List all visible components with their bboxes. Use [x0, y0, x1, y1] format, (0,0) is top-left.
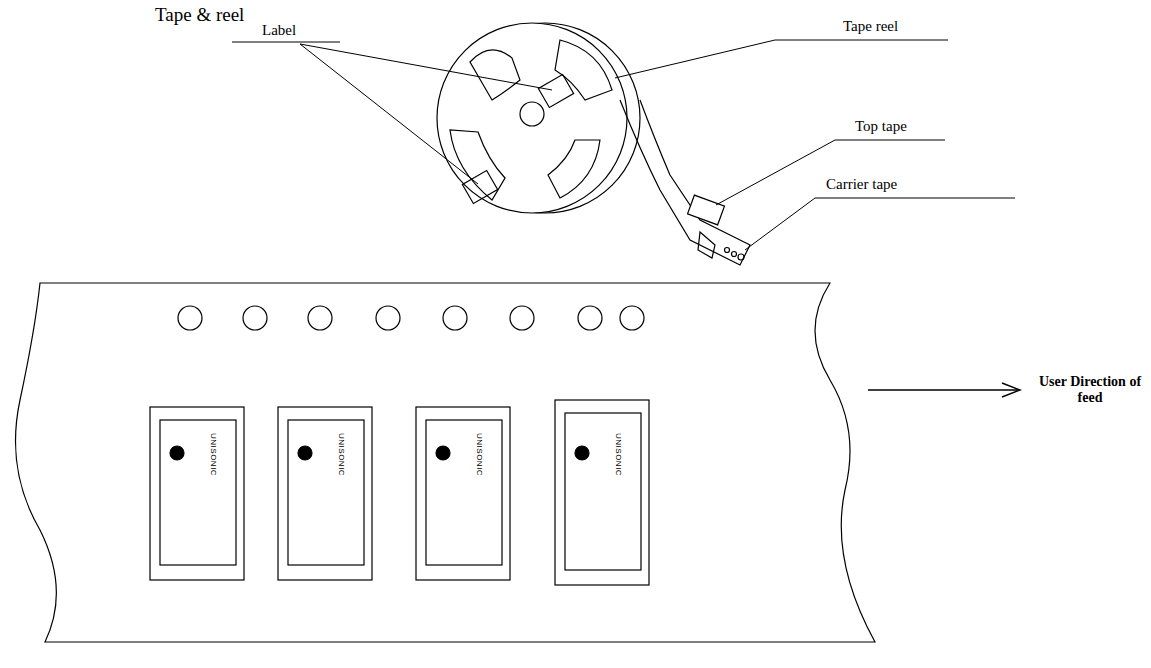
arrow-head	[1002, 383, 1020, 397]
sprocket-hole	[510, 306, 534, 330]
sprocket-hole	[178, 306, 202, 330]
diagram-title: Tape & reel	[155, 4, 244, 26]
leader-lines	[232, 40, 1015, 250]
reel	[437, 23, 750, 265]
reel-label	[538, 74, 573, 107]
pocket	[416, 407, 510, 580]
chip-marking: UNISONIC	[209, 433, 218, 476]
feed-direction: User Direction of feed	[1034, 374, 1146, 406]
leader-line	[716, 140, 835, 205]
part-name: Tape reel	[843, 18, 898, 35]
tape-strip	[620, 100, 750, 265]
leader-line	[300, 44, 478, 184]
reel-hub	[520, 102, 544, 126]
chip-marking: UNISONIC	[614, 433, 623, 476]
reel-front-flange	[437, 23, 627, 213]
sprocket-hole	[308, 306, 332, 330]
pocket	[150, 407, 244, 580]
chip-body	[426, 420, 502, 565]
pin1-dot	[298, 446, 312, 460]
sprocket-holes	[178, 306, 644, 330]
reel-window	[470, 50, 520, 100]
chip-marking: UNISONIC	[337, 433, 346, 476]
top-tape	[688, 195, 725, 225]
reel-window	[548, 140, 600, 198]
pin1-dot	[170, 446, 184, 460]
leader-line	[300, 44, 552, 90]
arrow-shaft	[868, 389, 1018, 391]
carrier-band	[16, 283, 876, 642]
sprocket-hole	[376, 306, 400, 330]
part-name: Top tape	[855, 118, 907, 135]
chip-body	[565, 413, 641, 570]
sprocket-hole	[732, 252, 737, 257]
sprocket-hole	[725, 248, 730, 253]
pocket	[555, 400, 649, 585]
carrier-tape	[16, 283, 876, 642]
underline	[835, 140, 945, 141]
pin1-dot	[575, 446, 589, 460]
underline	[815, 198, 1015, 199]
sprocket-hole	[620, 306, 644, 330]
part-name: Label	[262, 22, 296, 39]
pocket	[278, 407, 372, 580]
sprocket-hole	[243, 306, 267, 330]
sprocket-hole	[443, 306, 467, 330]
pin1-dot	[436, 446, 450, 460]
chip-marking: UNISONIC	[475, 433, 484, 476]
leader-line	[615, 40, 775, 78]
chip-body	[288, 420, 364, 565]
leader-line	[745, 198, 815, 250]
feed-arrow	[868, 383, 1020, 397]
underline	[232, 42, 340, 43]
part-name: Carrier tape	[826, 176, 897, 193]
underline	[775, 40, 948, 41]
reel-window	[555, 40, 612, 100]
sprocket-hole	[578, 306, 602, 330]
sprocket-hole	[738, 254, 744, 260]
chip-body	[160, 420, 236, 565]
pockets	[150, 400, 649, 585]
tape-pocket	[698, 232, 715, 258]
